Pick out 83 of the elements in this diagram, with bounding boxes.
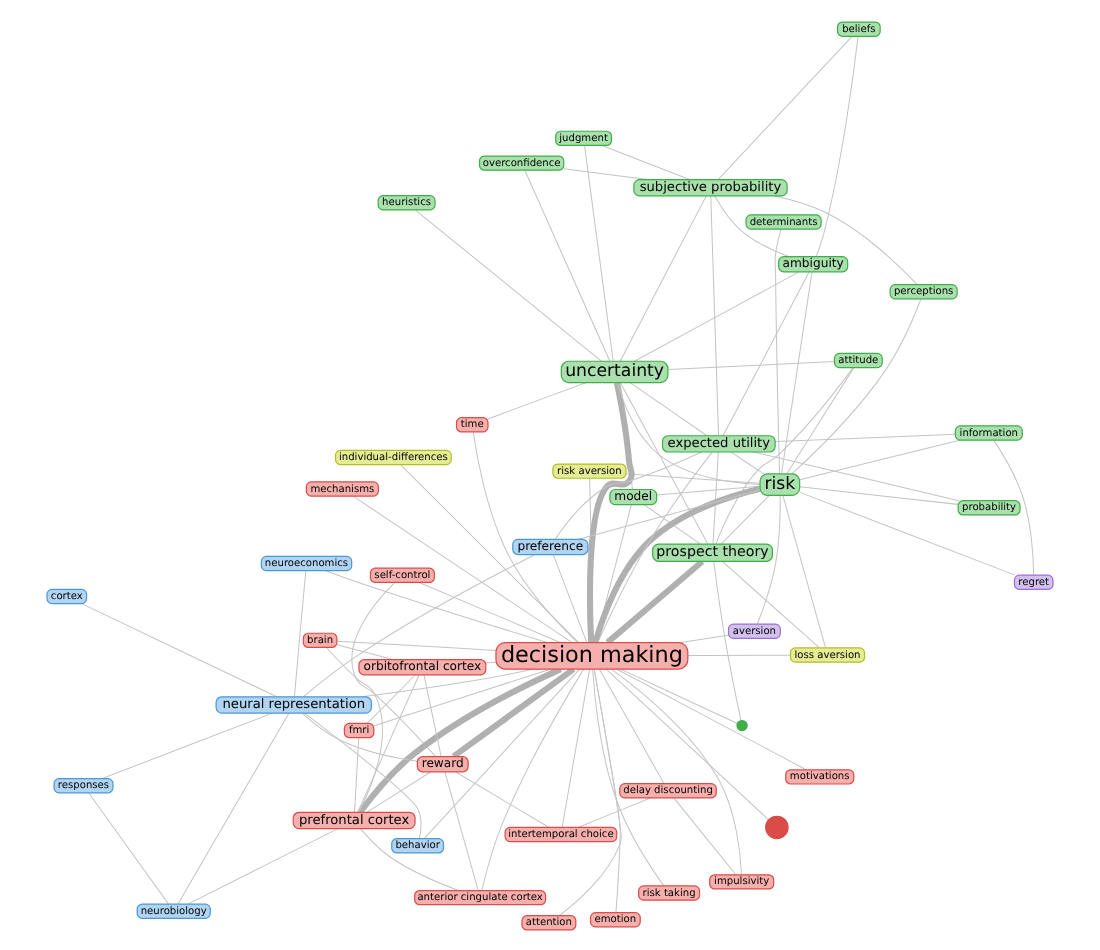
connector — [620, 667, 738, 723]
connector — [774, 227, 782, 474]
connector — [629, 381, 708, 436]
connector — [597, 450, 713, 642]
connector — [756, 493, 781, 624]
connector — [400, 463, 579, 642]
node-box: risk — [759, 472, 801, 495]
connector — [336, 643, 394, 660]
connector — [799, 438, 961, 480]
node-circle — [765, 814, 789, 839]
connector — [352, 494, 573, 643]
connector — [633, 270, 800, 361]
connector — [357, 673, 420, 812]
connector — [781, 270, 813, 474]
connector — [619, 194, 707, 361]
connector — [451, 665, 576, 758]
connector — [616, 667, 807, 770]
connector — [815, 35, 859, 256]
connector — [552, 553, 588, 642]
node-circle — [736, 718, 748, 731]
connector — [643, 503, 701, 544]
connector — [351, 581, 437, 757]
connector — [799, 490, 1016, 575]
connector — [993, 438, 1035, 575]
connector — [717, 34, 853, 179]
connector — [791, 297, 922, 474]
connector — [357, 665, 563, 814]
connector — [782, 494, 826, 648]
connector — [304, 711, 422, 839]
connector — [487, 381, 587, 419]
connector — [294, 569, 307, 697]
connector — [687, 653, 791, 656]
connector — [605, 667, 769, 820]
connector — [101, 711, 273, 779]
connector — [673, 796, 737, 875]
connector — [799, 485, 959, 504]
connector — [354, 736, 360, 812]
connector — [524, 169, 611, 361]
connector — [336, 639, 497, 650]
connector — [578, 796, 651, 827]
connector — [584, 144, 614, 361]
connector — [714, 194, 790, 257]
connector — [656, 484, 761, 495]
connector — [373, 667, 551, 726]
connector — [753, 450, 960, 501]
connector — [605, 558, 705, 644]
connector — [619, 381, 709, 544]
connector — [712, 450, 719, 544]
connector — [423, 673, 442, 756]
node-box: decision making — [495, 641, 689, 669]
connector — [592, 667, 665, 886]
connector — [472, 430, 579, 643]
connector — [774, 432, 956, 442]
connector — [721, 559, 820, 648]
connector — [485, 660, 497, 663]
connector — [366, 770, 431, 812]
connector — [423, 667, 581, 839]
connector — [598, 667, 665, 784]
connector — [625, 472, 761, 483]
connector — [722, 270, 810, 436]
connector — [481, 667, 584, 890]
connector — [786, 366, 855, 474]
connector — [302, 711, 418, 761]
connector — [177, 711, 290, 904]
connector — [710, 194, 720, 436]
node-box: uncertainty — [560, 359, 669, 383]
connector — [715, 366, 854, 544]
connector — [713, 560, 742, 720]
connector — [366, 673, 416, 723]
connector — [326, 646, 383, 812]
connector — [720, 494, 770, 544]
connector — [360, 827, 460, 890]
connector — [415, 208, 602, 361]
connector — [610, 667, 742, 875]
connector — [187, 827, 339, 904]
connector — [616, 381, 761, 485]
connector — [88, 791, 169, 904]
connector — [561, 667, 591, 827]
connector — [667, 360, 835, 369]
connector — [455, 770, 550, 827]
connector — [558, 667, 622, 916]
connector — [730, 450, 765, 474]
connector — [444, 770, 479, 890]
